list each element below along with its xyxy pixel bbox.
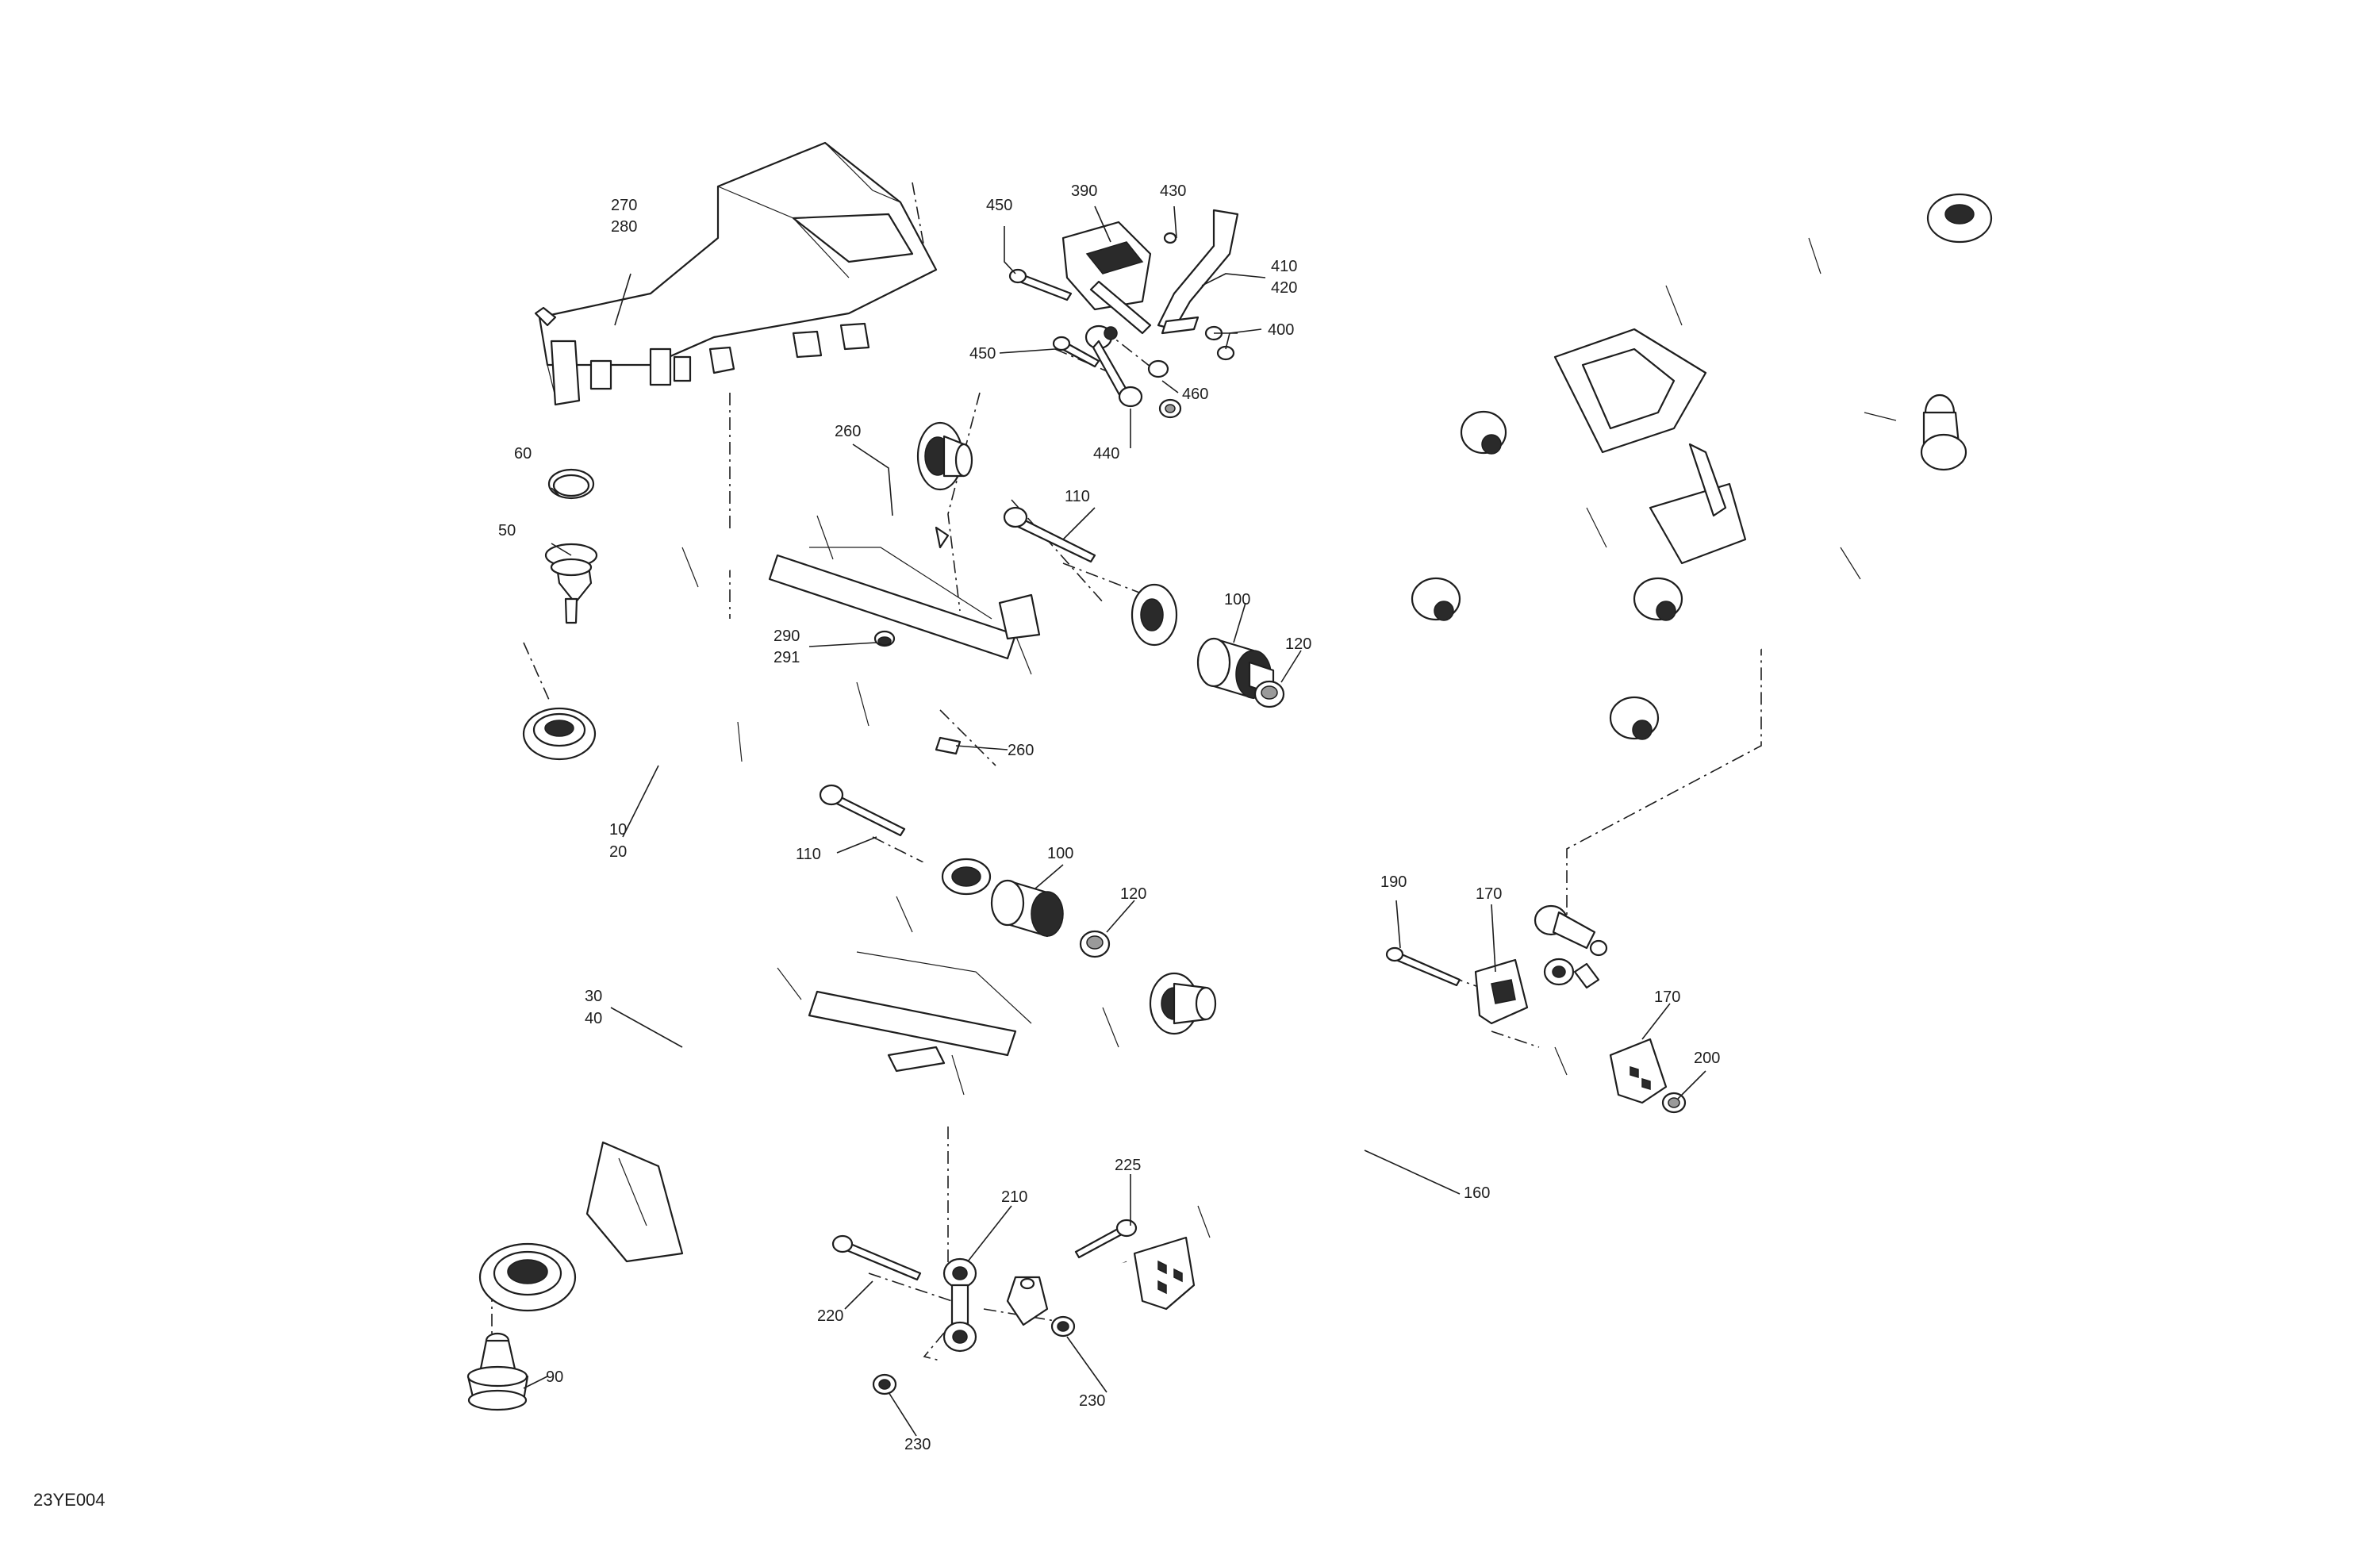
figure-code: 23YE004 — [33, 1490, 106, 1510]
end-link-upper — [1534, 904, 1608, 986]
callout-50: 50 — [498, 522, 516, 539]
sway-bar-bushing-left — [1133, 1236, 1196, 1311]
callout-225: 225 — [1115, 1157, 1141, 1174]
callout-100-upper: 100 — [1224, 591, 1250, 608]
lower-ball-joint — [466, 1332, 529, 1411]
callout-200: 200 — [1694, 1050, 1720, 1067]
callout-160: 160 — [1464, 1184, 1490, 1202]
callout-430: 430 — [1160, 182, 1186, 200]
callout-170-right: 170 — [1654, 988, 1680, 1006]
nuts-230 — [872, 1315, 1076, 1395]
upper-bushing-set — [1196, 637, 1285, 708]
upper-arm-hardware — [873, 526, 962, 755]
callout-40: 40 — [585, 1010, 602, 1027]
callout-230-right: 230 — [1079, 1392, 1105, 1410]
sensor-bracket — [1157, 209, 1239, 335]
callout-420: 420 — [1271, 279, 1297, 297]
callout-390: 390 — [1071, 182, 1097, 200]
callout-210: 210 — [1001, 1188, 1027, 1206]
upper-pivot-bolt — [1003, 506, 1096, 563]
callout-90: 90 — [546, 1368, 563, 1386]
callout-120-upper: 120 — [1285, 635, 1311, 653]
callout-230-left: 230 — [904, 1436, 931, 1453]
callout-260-bottom: 260 — [1008, 742, 1034, 759]
callout-10: 10 — [609, 821, 627, 839]
bushing-clamp-170 — [1474, 958, 1529, 1025]
callout-220: 220 — [817, 1307, 843, 1325]
callout-280: 280 — [611, 218, 637, 236]
callout-450: 450 — [986, 197, 1012, 214]
sway-bar — [1006, 962, 1629, 1326]
callout-20: 20 — [609, 843, 627, 861]
sway-link-bolt-220 — [831, 1234, 922, 1281]
callout-270: 270 — [611, 197, 637, 214]
callout-30: 30 — [585, 988, 602, 1005]
callout-440: 440 — [1093, 445, 1119, 463]
leader-lines — [523, 205, 1706, 1437]
upper-a-arm — [522, 421, 1178, 762]
callout-260-top: 260 — [835, 423, 861, 440]
callout-410: 410 — [1271, 258, 1297, 275]
assembled-suspension-view — [1411, 193, 1993, 740]
sway-bar-fasteners — [1074, 946, 1687, 1259]
lower-a-arm — [478, 854, 1217, 1312]
callout-400: 400 — [1268, 321, 1294, 339]
callout-60: 60 — [514, 445, 532, 463]
callout-170-left: 170 — [1476, 885, 1502, 903]
callout-110-lower: 110 — [796, 846, 821, 863]
callout-450-lower: 450 — [969, 345, 996, 363]
upper-ball-joint — [544, 468, 598, 624]
callout-100-lower: 100 — [1047, 845, 1073, 862]
a-arm-guard — [534, 141, 938, 406]
callout-290: 290 — [774, 628, 800, 645]
callouts: 270 280 450 390 430 410 420 400 450 460 … — [498, 182, 1720, 1453]
lower-bushing-set — [990, 879, 1111, 958]
callout-460: 460 — [1182, 386, 1208, 403]
ride-height-sensor — [1061, 221, 1152, 408]
callout-190: 190 — [1380, 873, 1407, 891]
callout-291: 291 — [774, 649, 800, 666]
sway-bar-bushing-right — [1609, 1038, 1668, 1104]
lower-pivot-bolt — [819, 784, 906, 837]
callout-120-lower: 120 — [1120, 885, 1146, 903]
callout-110-upper: 110 — [1065, 488, 1090, 505]
sway-link-210 — [942, 1257, 977, 1353]
sensor-fasteners — [1008, 232, 1235, 419]
